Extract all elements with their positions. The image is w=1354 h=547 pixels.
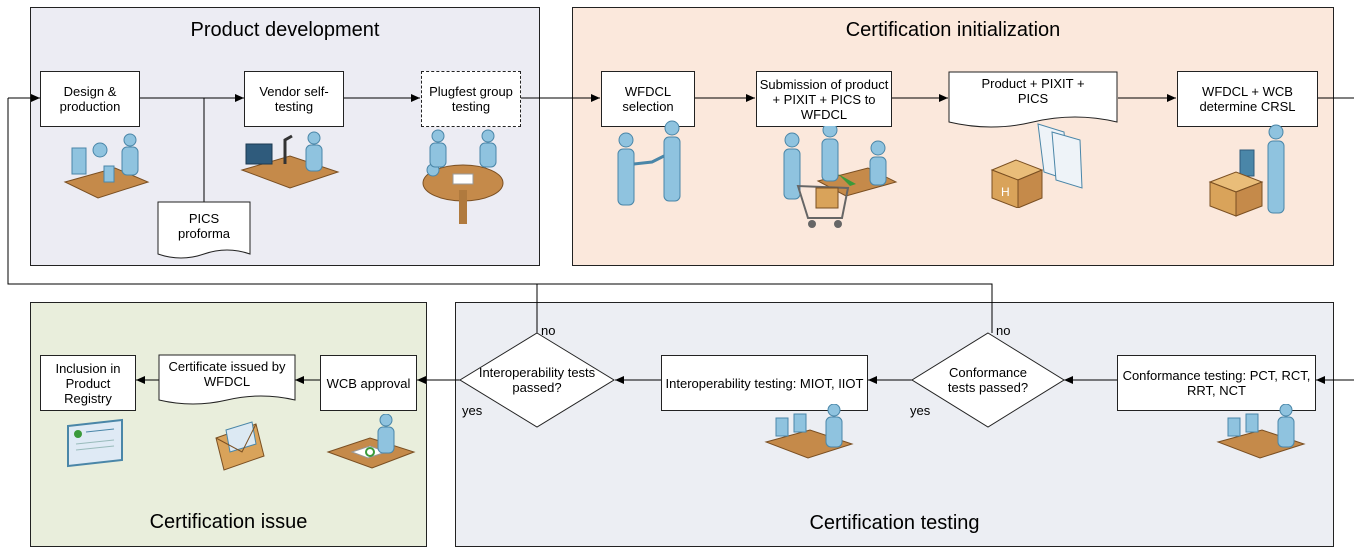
certificate-issued-label: Certificate issued by WFDCL xyxy=(168,359,286,389)
package-documents-icon: H xyxy=(990,123,1083,208)
step-wcb-approval: WCB approval xyxy=(320,355,417,411)
panel-product-development: Product development xyxy=(30,7,540,266)
step-inclusion-registry: Inclusion in Product Registry xyxy=(40,355,136,411)
edge-label-conformance-no: no xyxy=(996,323,1011,338)
interop-decision-diamond xyxy=(459,332,615,428)
pics-proforma-label: PICS proforma xyxy=(177,211,231,241)
step-interop-testing: Interoperability testing: MIOT, IIOT xyxy=(661,355,868,411)
product-pixit-pics-label: Product + PIXIT + PICS xyxy=(981,76,1085,106)
interop-passed-label: Interoperability tests passed? xyxy=(478,365,596,395)
panel-certification-initialization: Certification initialization xyxy=(572,7,1334,266)
microscope-testing-icon xyxy=(240,131,340,189)
svg-text:H: H xyxy=(1001,185,1010,199)
step-wfdcl-selection: WFDCL selection xyxy=(601,71,695,127)
panel-title-certification-initialization: Certification initialization xyxy=(845,19,1061,41)
approval-desk-icon xyxy=(326,414,416,469)
step-vendor-self-testing: Vendor self-testing xyxy=(244,71,344,127)
panel-title-product-development: Product development xyxy=(190,19,380,41)
panel-title-certification-testing: Certification testing xyxy=(809,512,980,534)
registry-screen-icon xyxy=(67,418,123,468)
pics-proforma-doc xyxy=(157,201,251,259)
interop-inspection-icon xyxy=(764,404,854,459)
product-pixit-pics-doc xyxy=(948,71,1118,128)
conformance-passed-label: Conformance tests passed? xyxy=(947,365,1029,395)
meeting-table-icon xyxy=(422,129,504,224)
certificate-doc xyxy=(158,354,296,405)
shopping-cart-submission-icon xyxy=(783,126,898,228)
edge-label-interop-no: no xyxy=(541,323,556,338)
step-plugfest-group-testing: Plugfest group testing xyxy=(421,71,521,127)
step-design-production: Design & production xyxy=(40,71,140,127)
edge-label-conformance-yes: yes xyxy=(910,403,931,418)
conformance-inspection-icon xyxy=(1216,404,1306,459)
conformance-decision-diamond xyxy=(911,332,1065,428)
factory-production-icon xyxy=(63,133,150,199)
step-wfdcl-wcb-crsl: WFDCL + WCB determine CRSL xyxy=(1177,71,1318,127)
open-box-inspection-icon xyxy=(1208,124,1285,217)
panel-title-certification-issue: Certification issue xyxy=(149,511,308,533)
handshake-icon xyxy=(617,120,681,206)
edge-label-interop-yes: yes xyxy=(462,403,483,418)
step-submission: Submission of product + PIXIT + PICS to … xyxy=(756,71,892,127)
step-conformance-testing: Conformance testing: PCT, RCT, RRT, NCT xyxy=(1117,355,1316,411)
envelope-icon xyxy=(215,421,265,471)
